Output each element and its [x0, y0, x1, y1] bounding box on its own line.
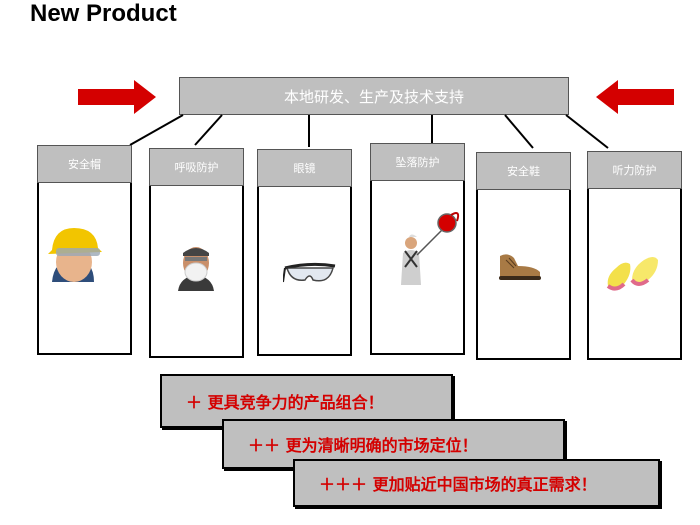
category-label: 坠落防护: [395, 156, 440, 169]
category-header-helmet: 安全帽: [37, 145, 132, 183]
category-header-fall: 坠落防护: [370, 143, 465, 181]
respirator-icon: [178, 247, 214, 291]
category-header-hearing: 听力防护: [587, 151, 682, 189]
category-header-shoes: 安全鞋: [476, 152, 571, 190]
safety-shoe-icon: [499, 254, 541, 280]
category-label: 安全帽: [68, 158, 101, 171]
safety-glasses-icon: [283, 262, 336, 283]
slogan-text: ＋＋＋ 更加贴近中国市场的真正需求！: [319, 475, 597, 494]
category-label: 呼吸防护: [174, 161, 219, 174]
category-header-respiratory: 呼吸防护: [149, 148, 244, 186]
fall-harness-icon: [401, 212, 460, 285]
category-label: 眼镜: [293, 162, 316, 175]
rd-support-label: 本地研发、生产及技术支持: [283, 87, 464, 106]
rd-support-box: 本地研发、生产及技术支持: [179, 77, 569, 115]
page-title: New Product: [30, 0, 177, 27]
slogan-text: ＋ 更具竞争力的产品组合！: [186, 393, 384, 412]
category-header-glasses: 眼镜: [257, 149, 352, 187]
slogan-3: ＋＋＋ 更加贴近中国市场的真正需求！: [293, 459, 660, 507]
earplugs-icon: [606, 257, 658, 291]
category-label: 听力防护: [612, 164, 657, 177]
right-arrow-icon: [78, 80, 156, 114]
hard-hat-icon: [48, 228, 102, 282]
category-label: 安全鞋: [507, 165, 540, 178]
left-arrow-icon: [596, 80, 674, 114]
slogan-text: ＋＋ 更为清晰明确的市场定位！: [248, 436, 478, 455]
